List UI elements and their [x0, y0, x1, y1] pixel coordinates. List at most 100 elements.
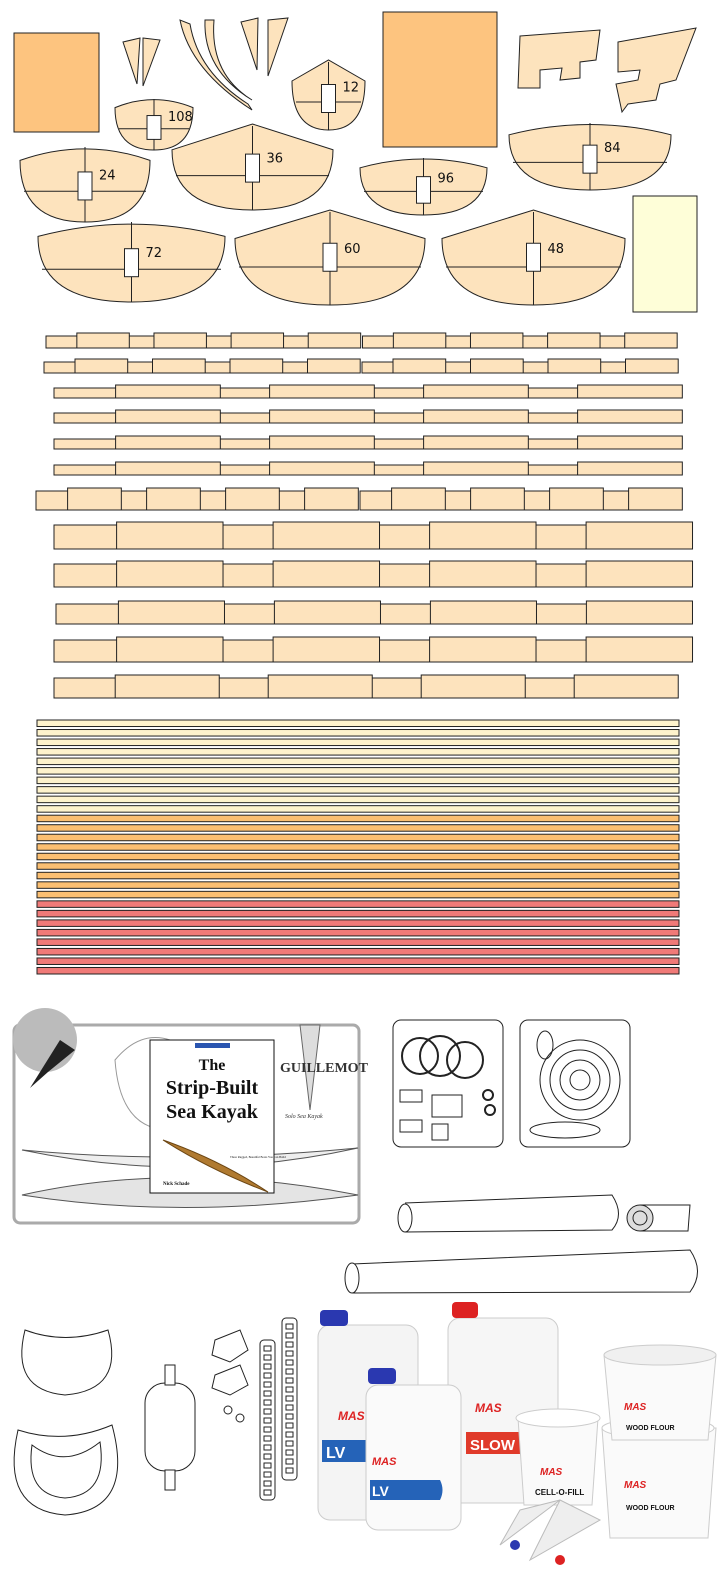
book-cover: The Strip-Built Sea Kayak Three Rugged, … — [149, 1039, 286, 1194]
cedar-strip — [36, 833, 680, 842]
station-form: 96 — [359, 158, 488, 216]
hatch-rail — [259, 1339, 276, 1501]
stem-piece — [240, 17, 289, 77]
cedar-strip — [36, 928, 680, 937]
sheer-strip — [53, 521, 694, 550]
form-number: 12 — [343, 81, 360, 96]
book-title: The — [199, 1057, 226, 1074]
form-number: 96 — [438, 172, 455, 187]
form-number: 24 — [99, 169, 116, 184]
brand-label: MAS — [624, 1480, 647, 1491]
cedar-strip — [36, 786, 680, 794]
cockpit-piece — [615, 27, 697, 114]
station-form: 72 — [37, 222, 226, 303]
cedar-strip — [36, 748, 680, 756]
cedar-strip — [36, 852, 680, 861]
station-form: 84 — [508, 123, 672, 191]
fiberglass-roll-long — [344, 1249, 698, 1294]
product-label: WOOD FLOUR — [626, 1425, 675, 1432]
bungee-bag — [519, 1019, 631, 1148]
sheer-strip — [45, 332, 678, 349]
seat-pad-inner — [30, 1441, 102, 1499]
tape-roll — [626, 1204, 691, 1232]
station-form: 48 — [441, 209, 626, 306]
float-bag — [144, 1364, 196, 1491]
sheer-strip — [53, 409, 683, 424]
cedar-strip — [36, 966, 680, 975]
cedar-strip — [36, 805, 680, 813]
cedar-strip — [36, 947, 680, 956]
wood-flour-tubs: MAS WOOD FLOUR MAS WOOD FLOUR — [601, 1344, 717, 1539]
station-form: 108 — [114, 99, 194, 151]
form-number: 48 — [548, 242, 565, 257]
product-label: WOOD FLOUR — [626, 1505, 675, 1512]
cedar-strip — [36, 738, 680, 747]
cockpit-piece — [517, 29, 601, 89]
form-number: 84 — [604, 141, 621, 156]
plans-subtitle: Solo Sea Kayak — [285, 1114, 323, 1120]
cell-o-fill-tub: MAS CELL-O-FILL — [515, 1408, 601, 1506]
station-form: 60 — [234, 209, 426, 306]
book-author: Nick Schade — [163, 1182, 190, 1187]
sheer-strip — [53, 636, 694, 663]
inner-stem-curve — [179, 19, 253, 111]
form-number: 36 — [267, 152, 284, 167]
sheer-strip — [53, 674, 679, 699]
sheer-strip — [53, 560, 694, 588]
brand-label: MAS — [624, 1402, 647, 1413]
form-number: 72 — [146, 246, 163, 261]
brand-label: MAS — [372, 1456, 397, 1468]
station-form: 12 — [291, 59, 366, 131]
brand-label: MAS — [475, 1401, 502, 1415]
product-label: CELL-O-FILL — [535, 1488, 584, 1497]
cedar-strip — [36, 776, 680, 785]
seat-pad — [21, 1329, 113, 1396]
foot-brace-parts — [211, 1329, 249, 1423]
plywood-panel-orange — [382, 11, 498, 148]
sheer-strip — [53, 435, 683, 450]
cedar-strip — [36, 757, 680, 766]
fiberglass-roll — [397, 1194, 619, 1233]
epoxy-pumps — [499, 1499, 602, 1565]
cedar-strip — [36, 824, 680, 832]
brand-label: MAS — [338, 1409, 365, 1423]
sheer-strip — [53, 461, 683, 476]
hardware-bag — [392, 1019, 504, 1148]
seat-pad — [13, 1424, 119, 1516]
book-tagline: Three Rugged, Beautiful Boats You Can Bu… — [230, 1155, 286, 1160]
cedar-strip — [36, 890, 680, 899]
cedar-strip — [36, 843, 680, 851]
sheer-strip — [43, 358, 679, 374]
book-title: Sea Kayak — [166, 1101, 259, 1123]
cedar-strip — [36, 919, 680, 927]
cedar-strip — [36, 871, 680, 880]
cedar-strip — [36, 767, 680, 775]
brand-label: MAS — [540, 1467, 563, 1478]
sheer-strip — [53, 384, 683, 399]
book-title: Strip-Built — [166, 1077, 259, 1099]
form-number: 60 — [344, 242, 361, 257]
cedar-strip — [36, 729, 680, 737]
epoxy-jug-lv-small: MAS LV — [365, 1368, 462, 1531]
station-form: 24 — [19, 147, 151, 223]
plywood-panel-orange — [13, 32, 100, 133]
hatch-rail — [281, 1317, 298, 1481]
cedar-strip — [36, 957, 680, 965]
plans-boat-name: GUILLEMOT — [280, 1061, 369, 1076]
plywood-panel-yellow — [632, 195, 698, 313]
form-number: 108 — [168, 110, 193, 125]
cedar-strip — [36, 909, 680, 918]
product-label: LV — [372, 1483, 390, 1499]
cedar-strip — [36, 900, 680, 908]
cedar-strip — [36, 938, 680, 946]
cedar-strip — [36, 814, 680, 823]
station-form: 36 — [171, 123, 334, 211]
product-label: LV — [326, 1445, 346, 1462]
cedar-strip — [36, 881, 680, 889]
sheer-strip — [35, 487, 683, 511]
stem-piece — [122, 37, 161, 87]
sheer-strip — [55, 600, 693, 625]
cedar-strip — [36, 862, 680, 870]
cedar-strip — [36, 795, 680, 804]
